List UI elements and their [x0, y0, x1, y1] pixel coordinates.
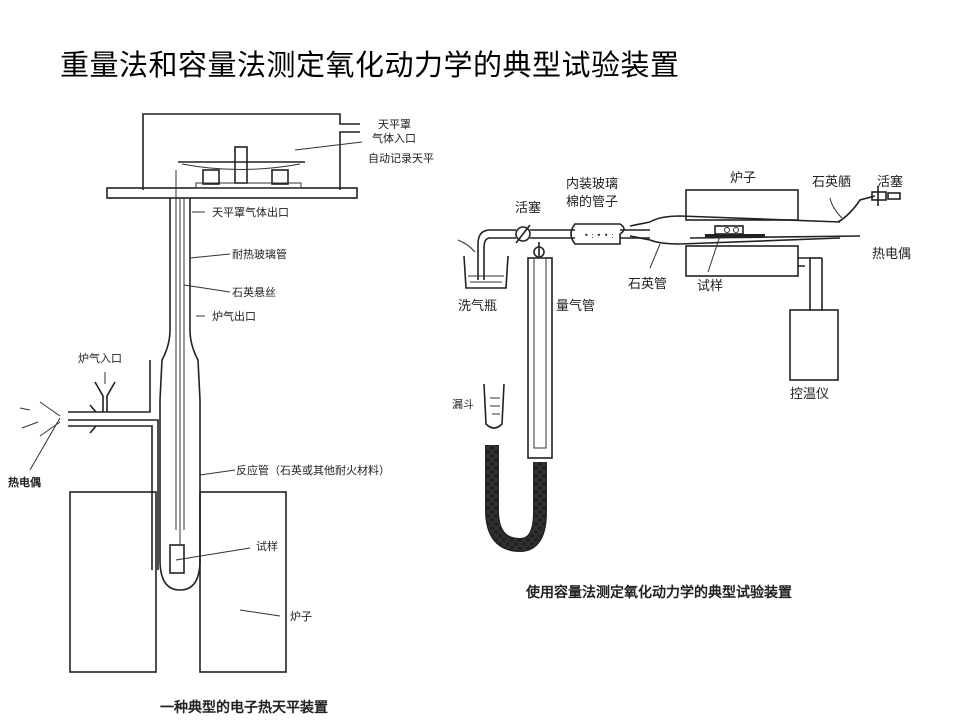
furnace-top-block — [685, 189, 799, 221]
label-quartz-boat: 石英舾 — [812, 174, 851, 190]
balance-enclosure — [142, 113, 360, 190]
funnel — [483, 383, 505, 429]
label-balance-gas-inlet-1: 天平罩 — [378, 118, 411, 131]
label-glass-wool-tube-2: 棉的管子 — [566, 194, 618, 210]
label-furnace-gas-inlet: 炉气入口 — [78, 351, 122, 365]
furnace-right-block — [199, 491, 287, 673]
label-thermocouple-right: 热电偶 — [872, 247, 911, 262]
label-balance-gas-outlet: 天平罩气体出口 — [212, 205, 289, 219]
balance-base-plate — [106, 187, 358, 199]
label-sample-right: 试样 — [697, 279, 723, 294]
temp-controller — [789, 309, 839, 381]
label-gas-burette: 量气管 — [556, 298, 595, 314]
rubber-hose — [486, 445, 546, 551]
label-glass-wool-tube-1: 内装玻璃 — [566, 176, 618, 192]
label-furnace-left: 炉子 — [290, 610, 312, 623]
label-quartz-tube: 石英管 — [628, 277, 667, 292]
caption-right: 使用容量法测定氧化动力学的典型试验装置 — [525, 584, 792, 601]
gas-burette — [527, 257, 553, 459]
label-stopcock-right: 活塞 — [877, 174, 903, 190]
furnace-bottom-block — [685, 245, 799, 277]
thermobalance-diagram — [19, 113, 363, 673]
left-stopcock-icon — [515, 226, 531, 242]
label-balance-gas-inlet-2: 气体入口 — [372, 131, 416, 145]
label-heat-glass-tube: 耐热玻璃管 — [232, 247, 287, 261]
label-sample-left: 试样 — [256, 539, 278, 553]
label-funnel: 漏斗 — [452, 398, 474, 411]
page-title: 重量法和容量法测定氧化动力学的典型试验装置 — [60, 48, 680, 82]
label-wash-bottle: 洗气瓶 — [458, 298, 497, 314]
label-furnace-right: 炉子 — [730, 171, 756, 186]
label-stopcock-left: 活塞 — [515, 200, 541, 216]
label-reaction-tube: 反应管（石英或其他耐火材料） — [236, 463, 390, 477]
label-furnace-gas-outlet: 炉气出口 — [212, 309, 256, 323]
label-thermocouple-left: 热电偶 — [8, 475, 41, 489]
label-quartz-wire: 石英悬丝 — [232, 285, 276, 299]
furnace-left-block — [69, 491, 157, 673]
label-temp-controller: 控温仪 — [790, 387, 829, 402]
svg-text:• : • • :: • : • • : — [584, 231, 614, 240]
balance-column — [234, 146, 248, 184]
label-auto-record-balance: 自动记录天平 — [368, 152, 434, 165]
wash-bottle — [463, 255, 509, 289]
volumetric-diagram: • : • • : — [457, 186, 901, 553]
caption-left: 一种典型的电子热天平装置 — [160, 699, 328, 716]
